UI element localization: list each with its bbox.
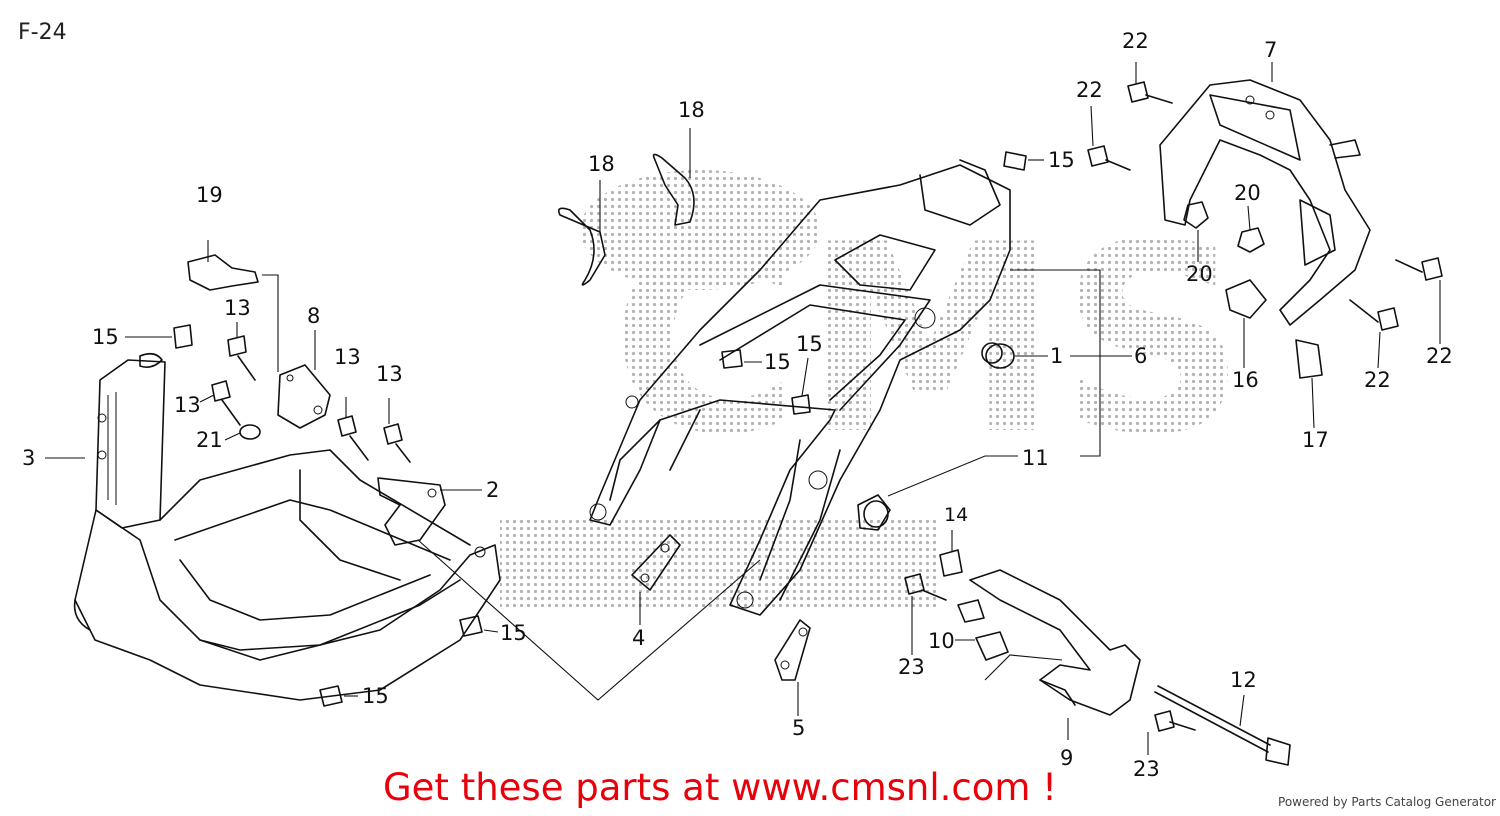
part-bush-11 bbox=[857, 494, 891, 531]
callout-14: 14 bbox=[944, 504, 969, 526]
callout-4: 4 bbox=[632, 626, 646, 650]
callout-17: 17 bbox=[1302, 428, 1329, 452]
callout-18b: 18 bbox=[678, 98, 705, 122]
callout-13a: 13 bbox=[224, 296, 251, 320]
callout-15a: 15 bbox=[92, 325, 119, 349]
callout-20b: 20 bbox=[1186, 262, 1213, 286]
callout-10: 10 bbox=[928, 629, 955, 653]
callout-18a: 18 bbox=[588, 152, 615, 176]
part-bracket-8 bbox=[277, 364, 331, 429]
callout-22a: 22 bbox=[1122, 29, 1149, 53]
part-clip-19 bbox=[187, 254, 259, 291]
callout-2: 2 bbox=[486, 478, 500, 502]
callout-13b: 13 bbox=[174, 393, 201, 417]
callout-15c: 15 bbox=[796, 332, 823, 356]
callout-16: 16 bbox=[1232, 368, 1259, 392]
promo-link-text[interactable]: Get these parts at www.cmsnl.com ! bbox=[383, 766, 1058, 809]
callout-23a: 23 bbox=[898, 655, 925, 679]
callout-11: 11 bbox=[1022, 446, 1049, 470]
part-clip-18a bbox=[557, 207, 606, 286]
callout-5: 5 bbox=[792, 716, 806, 740]
callout-15b: 15 bbox=[764, 350, 791, 374]
part-front-frame bbox=[73, 352, 501, 701]
callout-15f: 15 bbox=[1048, 148, 1075, 172]
clip-nuts-15 bbox=[173, 151, 1027, 707]
callout-22b: 22 bbox=[1076, 78, 1103, 102]
callout-13c: 13 bbox=[334, 345, 361, 369]
callout-22d: 22 bbox=[1364, 368, 1391, 392]
callout-9: 9 bbox=[1060, 746, 1074, 770]
callout-6: 6 bbox=[1134, 344, 1148, 368]
leader-lines bbox=[45, 62, 1441, 755]
page-code: F-24 bbox=[18, 20, 67, 45]
callout-1: 1 bbox=[1050, 344, 1064, 368]
callout-15e: 15 bbox=[362, 684, 389, 708]
callout-13d: 13 bbox=[376, 362, 403, 386]
callout-7: 7 bbox=[1264, 38, 1278, 62]
callout-23b: 23 bbox=[1133, 757, 1160, 781]
callout-21: 21 bbox=[196, 428, 223, 452]
part-plate-4 bbox=[631, 534, 681, 591]
powered-by-text: Powered by Parts Catalog Generator bbox=[1278, 795, 1496, 809]
callout-3: 3 bbox=[22, 446, 36, 470]
callout-19: 19 bbox=[196, 183, 223, 207]
part-bush-1 bbox=[981, 342, 1015, 369]
part-plate-5 bbox=[774, 619, 811, 681]
callout-12: 12 bbox=[1230, 668, 1257, 692]
callout-20a: 20 bbox=[1234, 181, 1261, 205]
part-main-frame bbox=[589, 159, 1011, 616]
part-clip-18b bbox=[652, 153, 695, 226]
callout-22c: 22 bbox=[1426, 344, 1453, 368]
callout-15d: 15 bbox=[500, 621, 527, 645]
watermark: CMS bbox=[500, 170, 1247, 610]
part-bracket-2 bbox=[377, 477, 446, 546]
part-rear-bracket bbox=[1159, 79, 1371, 326]
callout-8: 8 bbox=[307, 304, 321, 328]
part-bracket-9 bbox=[969, 569, 1141, 716]
